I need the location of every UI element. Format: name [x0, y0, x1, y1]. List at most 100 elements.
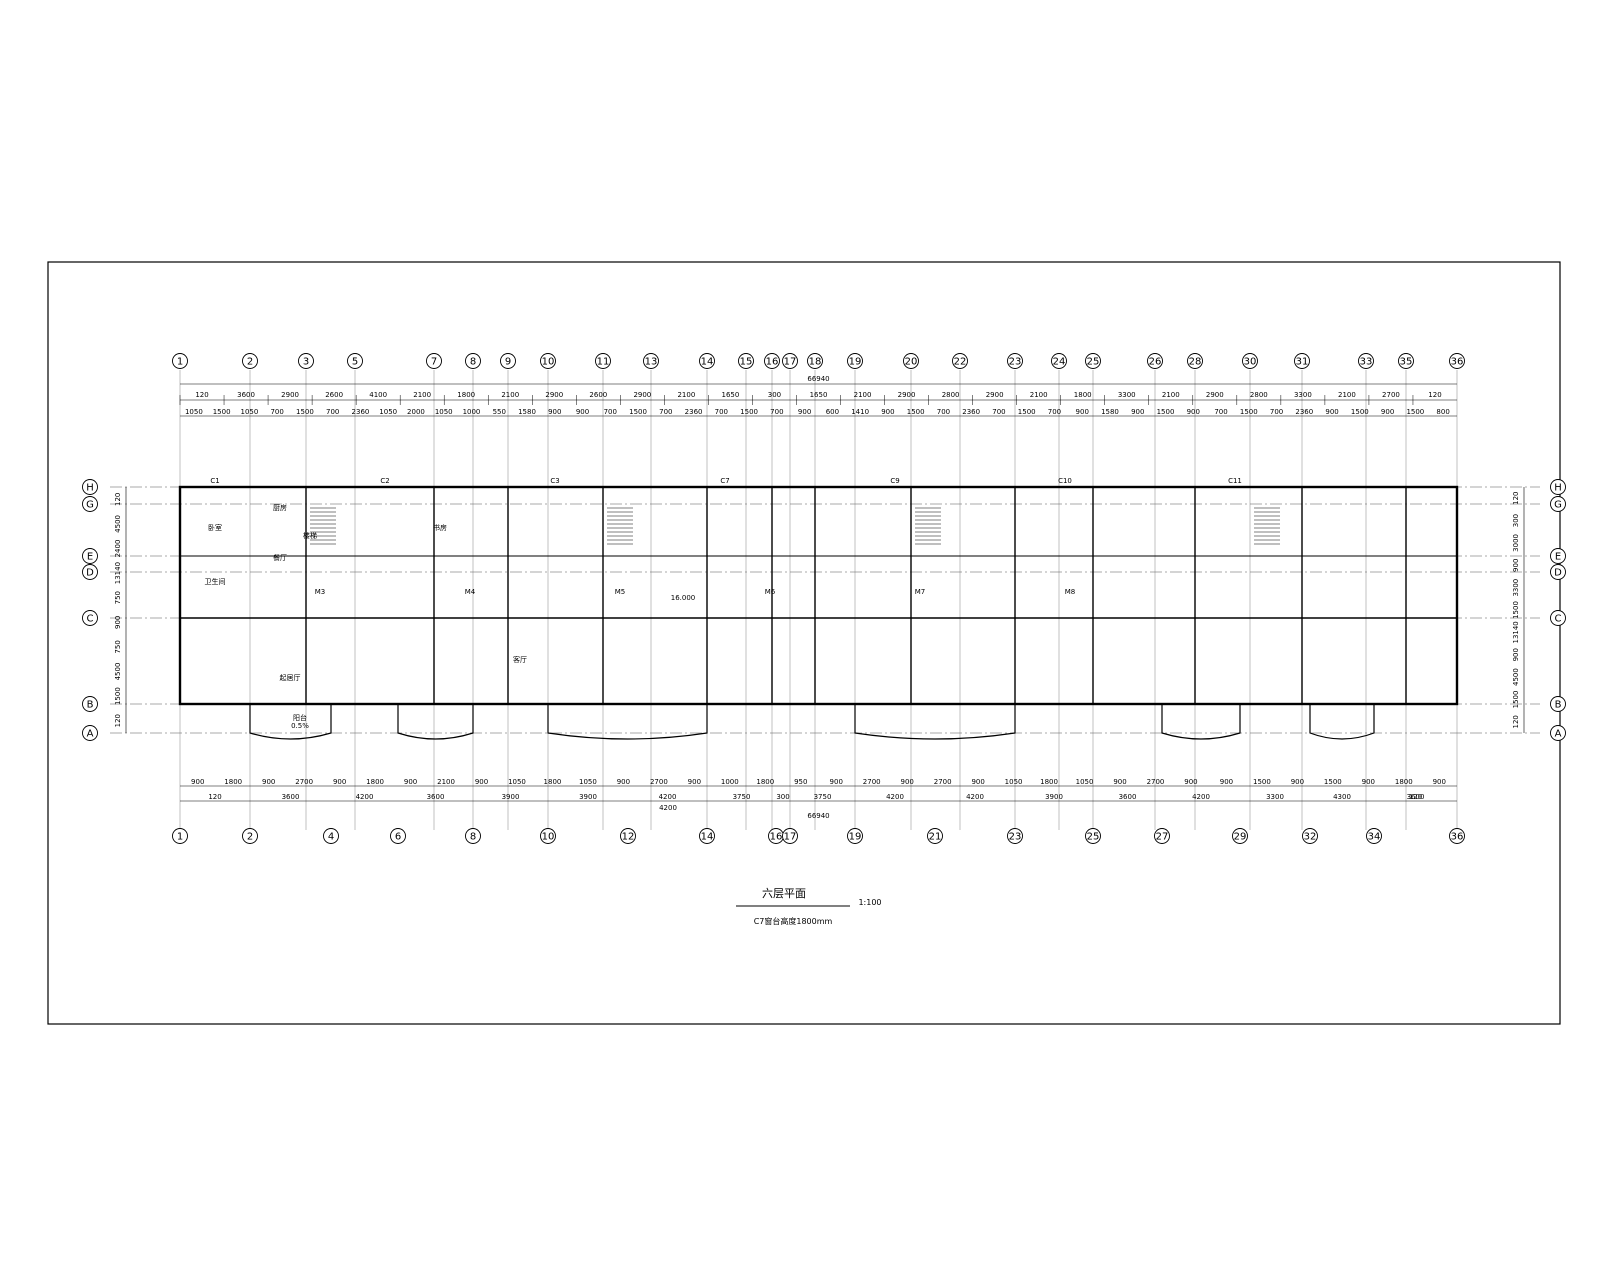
- axis-bottom-circle: [699, 828, 715, 844]
- dim-top-row1: 4100: [369, 391, 387, 399]
- axis-bottom-circle: [1302, 828, 1318, 844]
- axis-top-circle: [738, 353, 754, 369]
- dim-top-row1: 2900: [281, 391, 299, 399]
- dim-bottom-row2: 1050: [1005, 778, 1023, 786]
- axis-left-label: D: [86, 568, 94, 579]
- dim-bottom-row2: 2700: [934, 778, 952, 786]
- window-tag: C1: [210, 477, 219, 485]
- axis-bottom-circle: [465, 828, 481, 844]
- dim-left: 13140: [114, 562, 122, 584]
- dim-bottom-row2: 900: [475, 778, 488, 786]
- axis-top-label: 18: [809, 357, 822, 368]
- axis-right-circle: [1550, 479, 1566, 495]
- dim-bottom-row1: 4300: [1333, 793, 1351, 801]
- dim-bottom-row2: 1050: [1076, 778, 1094, 786]
- dim-bottom-row1: 3750: [814, 793, 832, 801]
- dim-top-row2: 900: [881, 408, 894, 416]
- axis-top-circle: [347, 353, 363, 369]
- dim-bottom-row2: 2700: [295, 778, 313, 786]
- balcony: [854, 704, 1016, 740]
- axis-left-circle: [82, 564, 98, 580]
- axis-bottom-label: 25: [1087, 832, 1100, 843]
- axis-right-circle: [1550, 564, 1566, 580]
- dim-top-row2: 1580: [518, 408, 536, 416]
- axis-bottom-circle: [847, 828, 863, 844]
- dim-bottom-row2: 1800: [224, 778, 242, 786]
- axis-bottom-circle: [620, 828, 636, 844]
- axis-bottom-circle: [1366, 828, 1382, 844]
- dim-left: 4500: [114, 515, 122, 533]
- dim-top-row2: 1500: [740, 408, 758, 416]
- axis-bottom-label: 2: [247, 832, 253, 843]
- dim-top-row1: 3300: [1294, 391, 1312, 399]
- axis-right-label: D: [1554, 568, 1562, 579]
- dim-bottom-row1: 3600: [427, 793, 445, 801]
- room-label: 客厅: [513, 655, 527, 664]
- door-tag: M4: [465, 588, 476, 596]
- dim-top-row1: 2900: [898, 391, 916, 399]
- dim-top-row2: 600: [826, 408, 839, 416]
- dim-right: 4500: [1512, 668, 1520, 686]
- axis-bottom-label: 27: [1156, 832, 1169, 843]
- dim-bottom-row1: 3900: [502, 793, 520, 801]
- room-label: 楼梯: [303, 531, 317, 540]
- dim-top-row2: 700: [770, 408, 783, 416]
- dim-top-row2: 1050: [379, 408, 397, 416]
- axis-top-circle: [426, 353, 442, 369]
- axis-bottom-circle: [782, 828, 798, 844]
- axis-top-circle: [1051, 353, 1067, 369]
- axis-bottom-label: 6: [395, 832, 401, 843]
- dim-bottom-row2: 1800: [1395, 778, 1413, 786]
- axis-bottom-circle: [1007, 828, 1023, 844]
- dim-bottom-row1: 4200: [886, 793, 904, 801]
- door-tag: M5: [615, 588, 626, 596]
- axis-top-circle: [465, 353, 481, 369]
- axis-bottom-label: 1: [177, 832, 183, 843]
- axis-top-circle: [172, 353, 188, 369]
- dim-bottom-row2: 1800: [366, 778, 384, 786]
- dim-top-row2: 700: [1048, 408, 1061, 416]
- dim-right: 900: [1512, 648, 1520, 661]
- axis-bottom-label: 10: [542, 832, 555, 843]
- axis-top-circle: [1358, 353, 1374, 369]
- dim-bottom-row2: 900: [1113, 778, 1126, 786]
- axis-top-label: 7: [431, 357, 437, 368]
- dim-left: 1500: [114, 687, 122, 705]
- dim-bottom-row2: 900: [333, 778, 346, 786]
- dim-top-row2: 900: [1187, 408, 1200, 416]
- axis-top-circle: [1147, 353, 1163, 369]
- dim-bottom-row1: 120: [1409, 793, 1422, 801]
- dim-bottom-row2: 900: [191, 778, 204, 786]
- dim-bottom-row2: 950: [794, 778, 807, 786]
- dim-top-row1: 3300: [1118, 391, 1136, 399]
- axis-bottom-circle: [323, 828, 339, 844]
- outer-wall: [178, 485, 1459, 706]
- axis-top-label: 14: [701, 357, 714, 368]
- dim-bottom-row2: 1500: [1253, 778, 1271, 786]
- dim-top-row1: 3600: [237, 391, 255, 399]
- axis-right-label: H: [1554, 483, 1562, 494]
- dim-top-row1: 2800: [1250, 391, 1268, 399]
- axis-bottom-label: 29: [1234, 832, 1247, 843]
- dim-bottom-row2: 2700: [1147, 778, 1165, 786]
- axis-top-circle: [782, 353, 798, 369]
- dim-top-row2: 700: [1214, 408, 1227, 416]
- axis-right-label: A: [1555, 729, 1562, 740]
- dim-top-row2: 1500: [1351, 408, 1369, 416]
- dim-bottom-row1: 3300: [1266, 793, 1284, 801]
- dim-top-row2: 1050: [185, 408, 203, 416]
- dim-bottom-row2: 900: [971, 778, 984, 786]
- axis-top-circle: [1242, 353, 1258, 369]
- axis-top-label: 33: [1360, 357, 1373, 368]
- dim-top-row1: 2100: [1030, 391, 1048, 399]
- dim-top-row1: 2100: [854, 391, 872, 399]
- axis-bottom-label: 36: [1451, 832, 1464, 843]
- dim-top-row2: 2360: [1295, 408, 1313, 416]
- dim-bottom-row2: 900: [617, 778, 630, 786]
- axis-top-circle: [847, 353, 863, 369]
- dim-bottom-row2: 1050: [508, 778, 526, 786]
- axis-bottom-label: 17: [784, 832, 797, 843]
- dim-top-row2: 1500: [907, 408, 925, 416]
- dim-top-row1: 1650: [722, 391, 740, 399]
